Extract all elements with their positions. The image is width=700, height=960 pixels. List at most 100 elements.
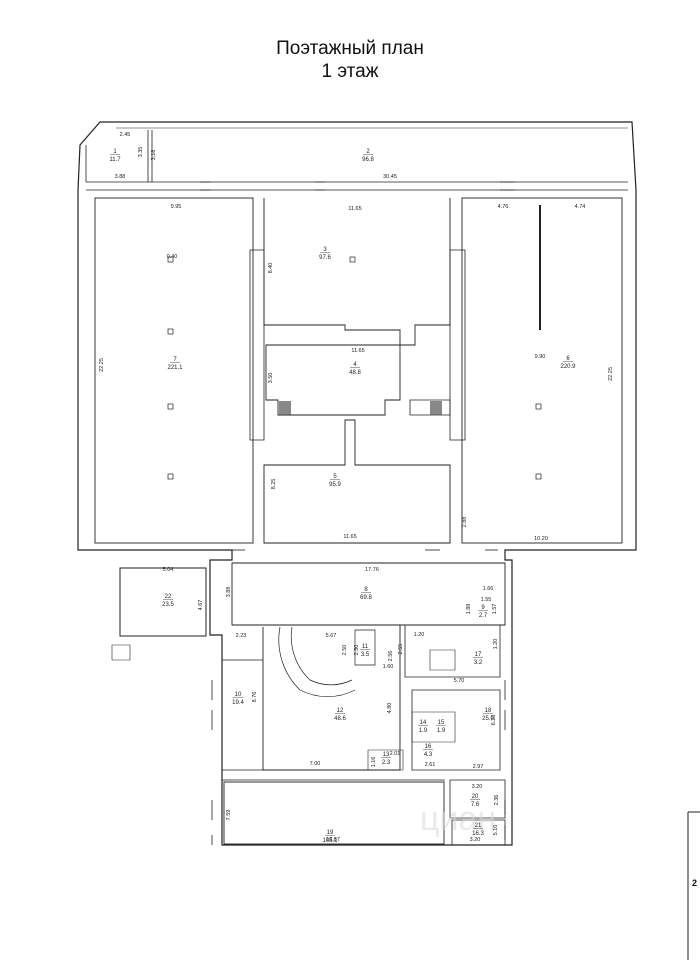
room-number: 5 (333, 474, 337, 480)
room-area: 1.9 (437, 728, 446, 734)
dimension-label: 3.20 (470, 837, 481, 843)
room-number: 6 (566, 356, 570, 362)
room-area: 11.7 (109, 157, 121, 163)
dimension-label: 6.26 (491, 715, 497, 726)
dimension-label: 22.25 (99, 358, 105, 372)
outer-wall (77, 121, 637, 846)
room-number: 12 (337, 708, 344, 714)
room-area: 7.6 (471, 802, 480, 808)
dimension-label: 9.90 (535, 354, 546, 360)
dimension-label: 5.70 (454, 678, 465, 684)
room-area: 97.6 (319, 255, 331, 261)
dimension-label: 11.65 (351, 348, 364, 354)
dimension-label: 2.88 (462, 517, 468, 528)
dimension-label: 8.25 (271, 479, 277, 490)
dimension-label: 13.87 (326, 837, 340, 843)
dimension-label: 4.80 (387, 703, 393, 714)
dimension-label: 2.56 (388, 651, 394, 662)
dimension-label: 5.04 (163, 567, 174, 573)
dimension-label: 2.36 (494, 795, 500, 806)
room-number: 2 (366, 149, 370, 155)
room-number: 1 (113, 149, 117, 155)
room-area: 48.6 (334, 716, 346, 722)
dimension-label: 5.10 (493, 825, 499, 836)
dimension-label: 2.55 (398, 644, 404, 655)
room-area: 2.7 (479, 613, 488, 619)
dimension-label: 1.66 (483, 586, 494, 592)
room-area: 220.9 (560, 364, 576, 370)
room-number: 22 (165, 594, 172, 600)
room-number: 20 (472, 794, 479, 800)
dimension-label: 8.40 (268, 263, 274, 274)
room-area: 4.3 (424, 752, 433, 758)
dimension-label: 9.95 (171, 204, 182, 210)
room-number: 10 (235, 692, 242, 698)
dimension-label: 22.25 (608, 367, 614, 381)
dimension-label: 3.88 (226, 587, 232, 598)
dimension-label: 1.60 (383, 664, 394, 670)
dimension-label: 11.65 (348, 206, 361, 212)
dimension-label: 2.50 (342, 645, 348, 656)
floor-label: 1 этаж (321, 61, 379, 82)
watermark-text: циан (420, 800, 496, 838)
dimension-label: 7.59 (226, 810, 232, 821)
dimension-label: 2.23 (236, 633, 247, 639)
room-area: 19.4 (232, 700, 244, 706)
dimension-label: 4.67 (198, 600, 204, 611)
room-number: 14 (420, 720, 427, 726)
dimension-label: 2.50 (354, 645, 360, 656)
room-area: 1.9 (419, 728, 428, 734)
room-number: 4 (353, 362, 357, 368)
room-number: 18 (485, 708, 492, 714)
room-area: 95.9 (329, 482, 341, 488)
dimension-label: 1.55 (481, 597, 492, 603)
room-number: 16 (425, 744, 432, 750)
dimension-label: 1.20 (414, 632, 425, 638)
dimension-label: 30.45 (383, 174, 397, 180)
room-area: 105.1 (322, 838, 338, 844)
dimension-label: 10.20 (534, 536, 548, 542)
dimension-label: 3.50 (268, 373, 274, 384)
room-area: 16.3 (472, 831, 484, 837)
dimension-label: 0.40 (167, 254, 178, 260)
room-area: 3.5 (361, 652, 370, 658)
dimension-label: 2.61 (425, 762, 436, 768)
room-area: 3.2 (474, 660, 483, 666)
room-number: 15 (438, 720, 445, 726)
room-area: 96.8 (362, 157, 374, 163)
dimension-label: 7.00 (310, 761, 321, 767)
dimension-label: 3.18 (151, 150, 157, 161)
dimension-label: 2.01 (390, 751, 401, 757)
room-7-outline (94, 197, 254, 544)
frame-label: 2 (692, 878, 697, 888)
dimension-label: 2.97 (473, 764, 484, 770)
room-number: 11 (362, 644, 369, 650)
room-area: 221.1 (167, 365, 183, 371)
dimension-label: 1.20 (493, 639, 499, 650)
room-number: 13 (383, 752, 390, 758)
room-number: 19 (327, 830, 334, 836)
dimension-label: 2.45 (120, 132, 131, 138)
dimension-label: 5.67 (326, 633, 337, 639)
room-area: 69.8 (360, 595, 372, 601)
room-area: 23.5 (162, 602, 174, 608)
dimension-label: 1.16 (371, 757, 377, 768)
dimension-label: 3.88 (115, 174, 126, 180)
room-number: 8 (364, 587, 368, 593)
room-area: 48.8 (349, 370, 361, 376)
dimension-label: 3.35 (138, 147, 144, 158)
room-number: 7 (173, 357, 177, 363)
dimension-label: 17.76 (365, 567, 379, 573)
dimension-label: 11.65 (343, 534, 356, 540)
dimension-label: 4.76 (498, 204, 509, 210)
room-number: 9 (481, 605, 485, 611)
room-number: 21 (475, 823, 482, 829)
room-area: 25.0 (482, 716, 494, 722)
room-number: 17 (475, 652, 482, 658)
plan-title: Поэтажный план (276, 38, 424, 59)
room-number: 3 (323, 247, 327, 253)
room-area: 2.3 (382, 760, 391, 766)
dimension-label: 8.76 (252, 692, 258, 703)
dimension-label: 3.20 (472, 784, 483, 790)
